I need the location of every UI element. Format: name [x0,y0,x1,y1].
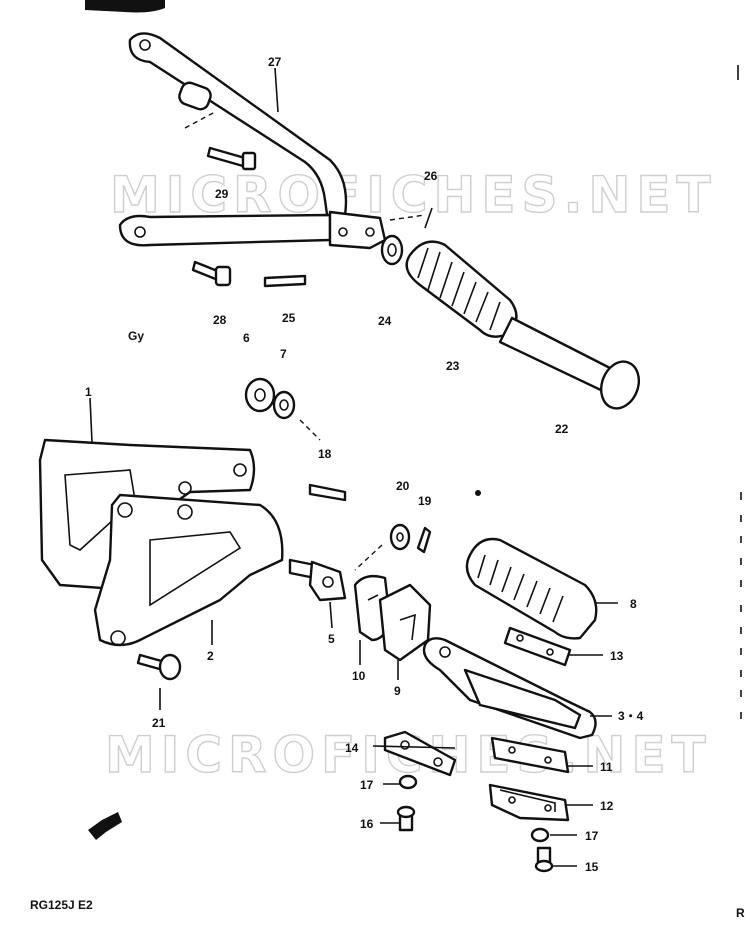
label-24: 24 [378,314,392,328]
label-22: 22 [555,422,569,436]
label-17b: 17 [585,829,599,843]
part-nut-17b [530,827,550,843]
label-13a: 13 [610,649,624,663]
label-stray: Gy [128,329,144,343]
label-17a: 17 [360,778,374,792]
part-plate-14 [383,730,457,777]
part-pin-25 [263,274,307,288]
part-washer-20 [389,523,411,551]
label-12: 12 [600,799,614,813]
label-18: 18 [318,447,332,461]
model-code: RG125J E2 [30,898,93,912]
label-8: 8 [630,597,637,611]
label-3-4: 3・4 [618,709,644,723]
label-23: 23 [446,359,460,373]
part-bolt-16 [396,805,416,832]
watermark-top: MICROFICHES.NET [110,166,717,224]
part-plate-11 [490,736,570,774]
label-27: 27 [268,55,282,69]
part-pin-18 [308,483,347,502]
label-19: 19 [418,494,432,508]
part-plate-13 [503,626,572,667]
part-clip-26 [424,207,433,229]
part-plate-12 [488,783,570,822]
label-26: 26 [424,169,438,183]
part-bracket-2 [93,493,284,647]
corner-mark: R [736,906,745,920]
cropped-header-mark [85,0,165,13]
label-9: 9 [394,684,401,698]
part-footrest-rubber-8 [465,537,598,640]
label-2: 2 [207,649,214,663]
part-collar [178,81,212,111]
label-6: 6 [243,331,250,345]
part-footrest-body-3-4 [422,637,597,740]
stray-dot [475,490,481,496]
label-16: 16 [360,817,374,831]
part-pivot-5 [288,558,347,602]
label-25: 25 [282,311,296,325]
label-14: 14 [345,741,359,755]
part-pillion-bar [118,32,387,250]
part-bolt-29 [206,146,257,171]
part-washer-24 [380,234,404,266]
right-margin-marks [737,65,742,719]
part-washer-7 [244,377,296,420]
part-bolt-21 [136,653,182,681]
label-21: 21 [152,716,166,730]
part-rubber-grip-23 [405,240,518,338]
part-bolt-28 [191,260,232,287]
label-20: 20 [396,479,410,493]
label-11: 11 [600,760,613,774]
part-nut-17a [398,774,418,790]
label-28: 28 [213,313,227,327]
part-rubber-9 [378,583,432,662]
label-15: 15 [585,860,599,874]
part-clip-19 [416,526,432,554]
label-1: 1 [85,385,92,399]
part-bolt-15 [534,846,554,873]
label-5: 5 [328,632,335,646]
part-footrest-rod-22 [498,316,641,410]
front-arrow-icon [88,812,122,840]
label-7: 7 [280,347,287,361]
label-29: 29 [215,187,229,201]
leader-lines [89,67,618,867]
label-10: 10 [352,669,366,683]
